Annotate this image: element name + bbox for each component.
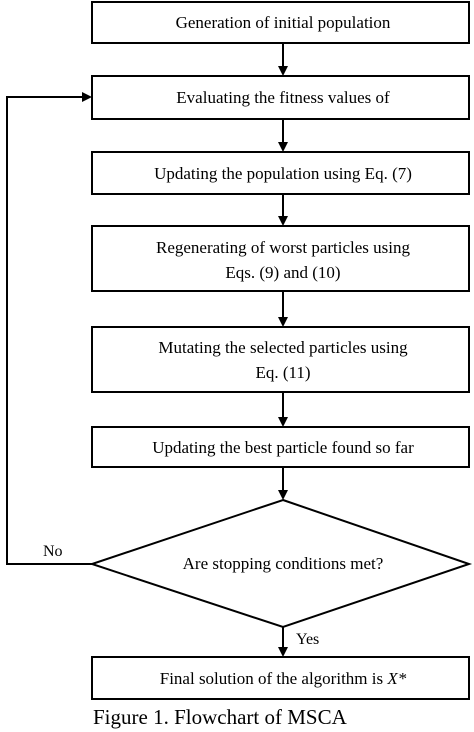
step-evaluate-label: Evaluating the fitness values of (176, 88, 390, 107)
step-generation: Generation of initial population (91, 1, 470, 44)
decision-stopping-conditions: Are stopping conditions met? (88, 498, 473, 629)
edge-label-yes: Yes (296, 631, 319, 648)
step-mutate: Mutating the selected particles using Eq… (91, 326, 470, 393)
step-evaluate: Evaluating the fitness values of (91, 75, 470, 120)
step-final-label: Final solution of the algorithm is X* (160, 669, 407, 688)
step-final-prefix: Final solution of the algorithm is (160, 669, 388, 688)
step-regenerate: Regenerating of worst particles using Eq… (91, 225, 470, 292)
step-update-best-label: Updating the best particle found so far (152, 438, 414, 457)
step-mutate-line1: Mutating the selected particles using (158, 338, 408, 357)
arrow-no-loop-back (6, 92, 92, 565)
step-final-variable: X* (386, 669, 406, 688)
step-regenerate-line2: Eqs. (9) and (10) (225, 263, 340, 282)
step-update-best: Updating the best particle found so far (91, 426, 470, 468)
step-update-population-label: Updating the population using Eq. (7) (154, 164, 412, 183)
decision-label: Are stopping conditions met? (183, 554, 384, 573)
step-generation-label: Generation of initial population (176, 13, 391, 32)
step-mutate-line2: Eq. (11) (255, 363, 310, 382)
step-regenerate-line1: Regenerating of worst particles using (156, 238, 410, 257)
step-final-solution: Final solution of the algorithm is X* (91, 656, 470, 700)
edge-label-no: No (43, 543, 63, 560)
step-update-population: Updating the population using Eq. (7) (91, 151, 470, 195)
figure-caption: Figure 1. Flowchart of MSCA (93, 705, 348, 729)
